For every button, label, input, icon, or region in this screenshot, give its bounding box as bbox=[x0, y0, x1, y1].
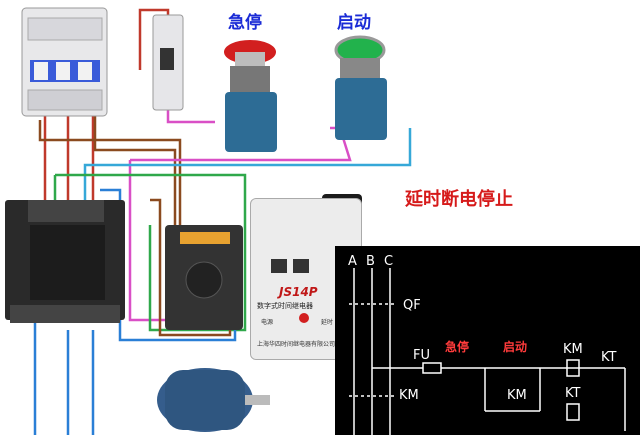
kt-contact-label: KT bbox=[601, 350, 617, 365]
schematic-estop-label: 急停 bbox=[445, 340, 470, 354]
phase-b: B bbox=[366, 254, 375, 269]
relay-brand: JS14P bbox=[279, 285, 318, 299]
circuit-breaker-1p bbox=[152, 14, 184, 111]
relay-delay-label: 延时 bbox=[321, 319, 334, 326]
kt-coil-label: KT bbox=[565, 386, 581, 401]
km-coil-label: KM bbox=[563, 342, 583, 357]
wire-cyan bbox=[83, 128, 412, 210]
fu-label: FU bbox=[413, 348, 430, 363]
start-button bbox=[334, 35, 387, 140]
diagram-title: 延时断电停止 bbox=[405, 189, 513, 210]
estop-button bbox=[224, 40, 277, 152]
wire-pink-2 bbox=[166, 110, 215, 124]
schematic-start-label: 启动 bbox=[503, 340, 528, 354]
wire-brown bbox=[38, 120, 182, 230]
wire-red bbox=[43, 110, 95, 200]
wires bbox=[33, 8, 412, 435]
motor bbox=[157, 368, 270, 432]
start-label: 启动 bbox=[337, 13, 371, 33]
qf-label: QF bbox=[403, 298, 421, 313]
schematic-panel: A B C QF FU 急停 启动 KM KM KT KM KT bbox=[335, 246, 640, 435]
phase-a: A bbox=[348, 254, 357, 269]
relay-maker: 上海华四时间继电器有限公司 bbox=[257, 341, 336, 348]
circuit-breaker-3p bbox=[21, 7, 108, 117]
km-aux-contact: KM bbox=[507, 388, 527, 403]
schematic-lines bbox=[349, 268, 626, 435]
relay-power-label: 电源 bbox=[261, 319, 274, 326]
contactor bbox=[5, 200, 125, 323]
relay-socket bbox=[165, 225, 243, 330]
wire-red-top bbox=[138, 8, 170, 70]
wire-brown-2 bbox=[93, 115, 177, 245]
km-main-contact: KM bbox=[399, 388, 419, 403]
estop-label: 急停 bbox=[228, 13, 262, 33]
phase-c: C bbox=[384, 254, 394, 269]
relay-subtitle: 数字式时间继电器 bbox=[257, 302, 313, 310]
